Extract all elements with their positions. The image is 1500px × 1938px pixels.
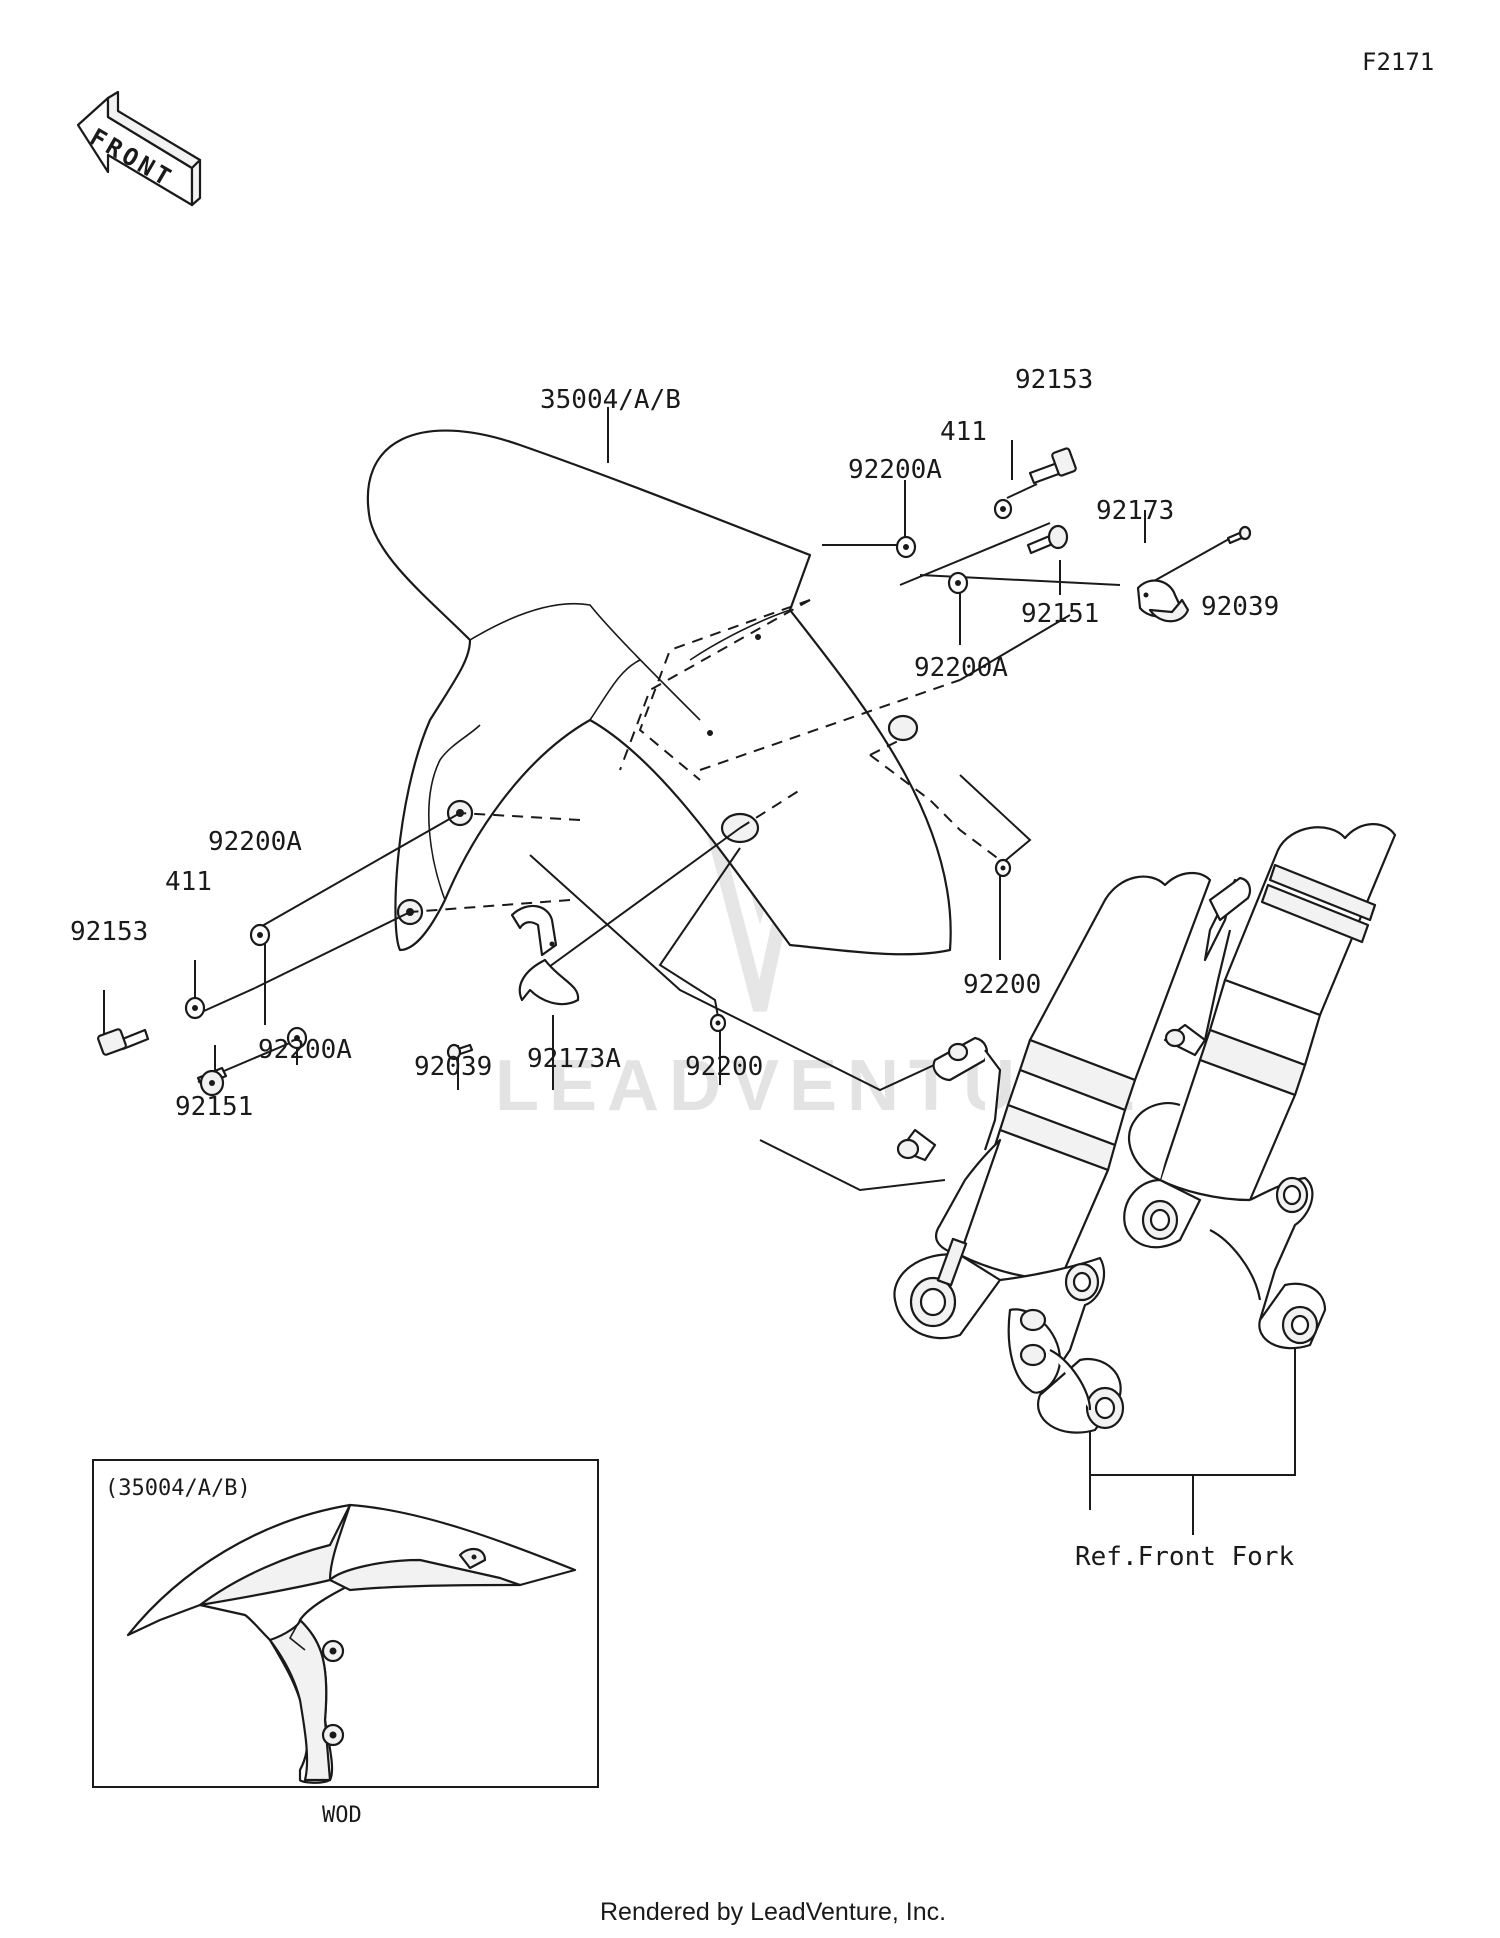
front-fork-right-leg[interactable]: [1123, 823, 1397, 1350]
label-92200a-upper-right: 92200A: [848, 455, 942, 485]
screw-92039-right[interactable]: [1226, 525, 1252, 545]
label-92153-left: 92153: [70, 917, 148, 947]
footer-credit: Rendered by LeadVenture, Inc.: [600, 1898, 946, 1926]
label-411-upper-right: 411: [940, 417, 987, 447]
label-35004-a-b: 35004/A/B: [540, 385, 681, 415]
inset-fender-wod[interactable]: [126, 1503, 577, 1784]
washer-92200a-left-lower[interactable]: [286, 1026, 308, 1050]
washer-92200a-left-upper[interactable]: [249, 923, 271, 947]
collar-411-upper-right[interactable]: [993, 498, 1013, 520]
leader-lines: [103, 407, 1296, 1535]
grommet-92200-right[interactable]: [994, 858, 1012, 878]
front-direction-arrow-icon: FRONT: [76, 90, 202, 207]
label-92151-left: 92151: [175, 1092, 253, 1122]
label-92173a-left: 92173A: [527, 1044, 621, 1074]
bolt-92151-left[interactable]: [196, 1066, 228, 1097]
screw-92039-left[interactable]: [446, 1043, 474, 1061]
bolt-92151-right[interactable]: [1026, 524, 1069, 555]
bolt-92153-upper-right[interactable]: [1028, 447, 1077, 485]
label-92200a-left-upper: 92200A: [208, 827, 302, 857]
bolt-92153-left[interactable]: [97, 1028, 150, 1056]
collar-411-left[interactable]: [184, 996, 206, 1020]
label-92200a-right-lower: 92200A: [914, 653, 1008, 683]
clamp-92173a-left[interactable]: [510, 904, 580, 1006]
washer-92200a-right-lower[interactable]: [947, 571, 969, 595]
front-fork-left-leg[interactable]: [893, 872, 1212, 1434]
label-92173-right: 92173: [1096, 496, 1174, 526]
label-92200a-left-lower: 92200A: [258, 1035, 352, 1065]
washer-92200a-upper-right[interactable]: [895, 535, 917, 559]
grommet-92200-center[interactable]: [709, 1013, 727, 1033]
label-92039-right: 92039: [1201, 592, 1279, 622]
inset-title: (35004/A/B): [105, 1476, 251, 1501]
label-92200-right: 92200: [963, 970, 1041, 1000]
label-ref-front-fork: Ref.Front Fork: [1075, 1542, 1294, 1572]
inset-caption: WOD: [322, 1803, 362, 1828]
label-92039-left: 92039: [414, 1052, 492, 1082]
front-fender[interactable]: [366, 429, 952, 956]
label-92153-upper-right: 92153: [1015, 365, 1093, 395]
label-411-left: 411: [165, 867, 212, 897]
figure-code: F2171: [1362, 48, 1434, 76]
fender-boss-upper: [887, 714, 919, 742]
label-92151-right: 92151: [1021, 599, 1099, 629]
inset-panel: (35004/A/B): [92, 1459, 599, 1788]
clamp-92173-right[interactable]: [1136, 579, 1190, 623]
label-92200-center: 92200: [685, 1052, 763, 1082]
